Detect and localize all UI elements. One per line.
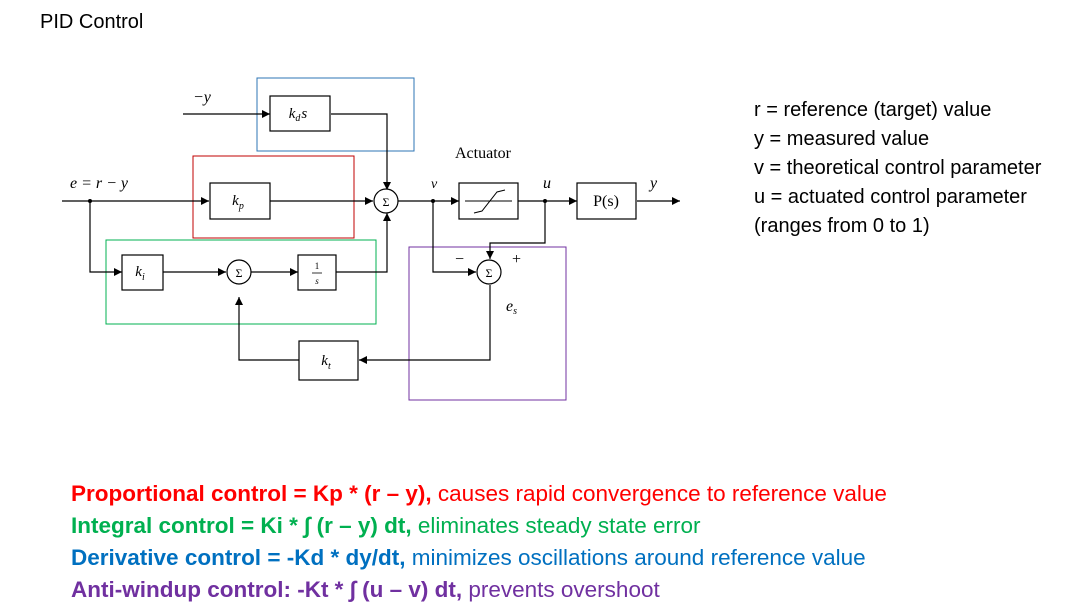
integral-group-box (105, 239, 377, 325)
sum-junction-integral (226, 259, 252, 285)
plus-sign-label: + (512, 251, 521, 268)
proportional-description: Proportional control = Kp * (r – y), cau… (71, 478, 887, 510)
antiwindup-group-box (408, 246, 567, 401)
antiwindup-description: Anti-windup control: -Kt * ∫ (u – v) dt,… (71, 574, 887, 606)
integral-formula: Integral control = Ki * ∫ (r – y) dt, (71, 513, 412, 538)
kp-block (209, 182, 271, 220)
error-label: e = r − y (70, 175, 129, 192)
legend-item: r = reference (target) value (754, 99, 992, 121)
u-label: u (543, 175, 551, 192)
sum-symbol-integral: Σ (236, 266, 243, 280)
integrator-output-line (336, 213, 391, 273)
legend-item: u = actuated control parameter (754, 186, 1027, 208)
control-descriptions: Proportional control = Kp * (r – y), cau… (71, 478, 887, 606)
integrator-block (297, 254, 337, 291)
kt-block (298, 340, 359, 381)
junction-dot (88, 199, 92, 203)
v-label: v (431, 177, 438, 192)
antiwindup-text: prevents overshoot (462, 577, 660, 602)
derivative-formula: Derivative control = -Kd * dy/dt, (71, 545, 406, 570)
saturation-curve-icon (473, 189, 506, 214)
integral-description: Integral control = Ki * ∫ (r – y) dt, el… (71, 510, 887, 542)
u-tap-line (486, 201, 546, 259)
ki-block (121, 254, 164, 291)
derivative-text: minimizes oscillations around reference … (405, 545, 866, 570)
kd-output-line (331, 113, 391, 190)
sum-junction-antiwindup (476, 259, 502, 285)
kd-label: kds (289, 106, 308, 124)
junction-dot (431, 199, 435, 203)
ki-label: ki (135, 264, 145, 283)
v-tap-line (432, 201, 476, 276)
kt-label: kt (321, 353, 331, 372)
kp-label: kp (232, 193, 244, 212)
sum-junction-main (373, 188, 399, 214)
kt-output-line (235, 297, 299, 361)
plant-block (576, 182, 637, 220)
minus-sign-label: − (455, 251, 464, 268)
actuator-label: Actuator (455, 145, 512, 162)
integral-text: eliminates steady state error (411, 513, 701, 538)
y-output-label: y (648, 175, 658, 192)
proportional-formula: Proportional control = Kp * (r – y), (71, 481, 432, 506)
legend-item: y = measured value (754, 128, 930, 150)
page-title: PID Control (40, 11, 144, 33)
integral-branch-line (89, 201, 122, 276)
variable-legend: r = reference (target) value y = measure… (754, 96, 1041, 241)
sum-symbol-main: Σ (383, 195, 390, 209)
derivative-description: Derivative control = -Kd * dy/dt, minimi… (71, 542, 887, 574)
legend-item: v = theoretical control parameter (754, 157, 1042, 179)
legend-item: (ranges from 0 to 1) (754, 215, 930, 237)
integrator-numerator: 1 (315, 261, 320, 271)
integrator-denominator: s (315, 276, 319, 286)
minus-y-label: −y (193, 89, 212, 106)
plant-label: P(s) (593, 193, 619, 210)
antiwindup-formula: Anti-windup control: -Kt * ∫ (u – v) dt, (71, 577, 463, 602)
junction-dot (543, 199, 547, 203)
kd-block (269, 95, 331, 132)
proportional-group-box (192, 155, 355, 239)
proportional-text: causes rapid convergence to reference va… (431, 481, 887, 506)
es-label: es (506, 298, 517, 317)
sum-symbol-antiwindup: Σ (486, 266, 493, 280)
es-feedback-line (359, 285, 491, 364)
